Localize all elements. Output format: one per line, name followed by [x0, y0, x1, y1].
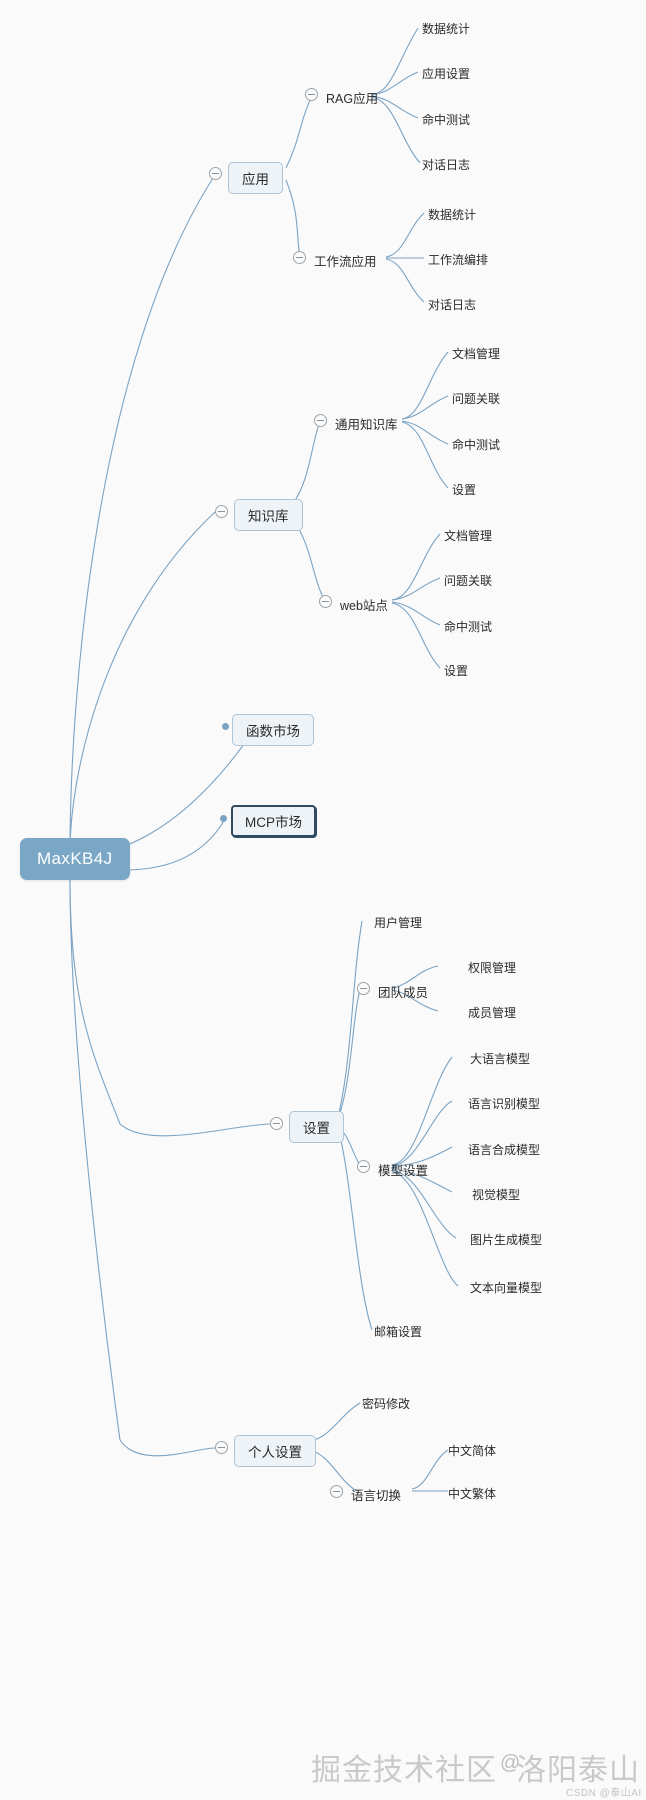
node-wf-chat-log[interactable]: 对话日志: [428, 298, 477, 312]
node-personal[interactable]: 个人设置: [234, 1435, 316, 1467]
node-kb-general-qa[interactable]: 问题关联: [452, 392, 501, 406]
node-rag-app[interactable]: RAG应用: [326, 92, 379, 106]
toggle-kb-web[interactable]: [319, 595, 332, 608]
node-rag-chat-log[interactable]: 对话日志: [422, 158, 471, 172]
toggle-lang-switch[interactable]: [330, 1485, 343, 1498]
node-settings[interactable]: 设置: [289, 1111, 344, 1143]
watermark-csdn: CSDN @泰山AI: [566, 1788, 642, 1799]
node-kb-general-hit[interactable]: 命中测试: [452, 438, 501, 452]
watermark-community: 掘金技术社区: [311, 1753, 497, 1788]
node-model-tts[interactable]: 语言合成模型: [468, 1143, 541, 1157]
node-kb-web-set[interactable]: 设置: [444, 664, 469, 678]
node-app[interactable]: 应用: [228, 162, 283, 194]
node-model-llm[interactable]: 大语言模型: [470, 1052, 531, 1066]
node-mcp-market[interactable]: MCP市场: [231, 805, 316, 837]
node-model-vision[interactable]: 视觉模型: [472, 1188, 521, 1202]
node-model-settings[interactable]: 模型设置: [378, 1164, 429, 1178]
node-wf-orchestration[interactable]: 工作流编排: [428, 253, 489, 267]
node-kb-web-qa[interactable]: 问题关联: [444, 574, 493, 588]
node-lang-zh-tw[interactable]: 中文繁体: [448, 1487, 497, 1501]
node-kb-general[interactable]: 通用知识库: [335, 418, 398, 432]
dot-mcp-market: [220, 815, 227, 822]
node-kb[interactable]: 知识库: [234, 499, 303, 531]
node-lang-zh-cn[interactable]: 中文简体: [448, 1444, 497, 1458]
node-func-market[interactable]: 函数市场: [232, 714, 314, 746]
node-lang-switch[interactable]: 语言切换: [351, 1489, 402, 1503]
node-kb-web[interactable]: web站点: [340, 599, 388, 613]
node-model-image-gen[interactable]: 图片生成模型: [470, 1233, 543, 1247]
toggle-app[interactable]: [209, 167, 222, 180]
node-rag-hit-test[interactable]: 命中测试: [422, 113, 471, 127]
node-kb-web-doc[interactable]: 文档管理: [444, 529, 493, 543]
node-mail-settings[interactable]: 邮箱设置: [374, 1325, 423, 1339]
node-kb-web-hit[interactable]: 命中测试: [444, 620, 493, 634]
node-wf-stats[interactable]: 数据统计: [428, 208, 477, 222]
node-user-mgmt[interactable]: 用户管理: [374, 916, 423, 930]
node-team-member[interactable]: 团队成员: [378, 986, 429, 1000]
toggle-model-settings[interactable]: [357, 1160, 370, 1173]
node-kb-general-set[interactable]: 设置: [452, 483, 477, 497]
watermark-author: 洛阳泰山: [516, 1753, 640, 1788]
node-workflow-app[interactable]: 工作流应用: [314, 255, 377, 269]
toggle-settings[interactable]: [270, 1117, 283, 1130]
node-model-embedding[interactable]: 文本向量模型: [470, 1281, 543, 1295]
node-perm-mgmt[interactable]: 权限管理: [468, 961, 517, 975]
node-model-asr[interactable]: 语言识别模型: [468, 1097, 541, 1111]
node-rag-stats[interactable]: 数据统计: [422, 22, 471, 36]
node-password-change[interactable]: 密码修改: [362, 1397, 411, 1411]
toggle-team-member[interactable]: [357, 982, 370, 995]
node-kb-general-doc[interactable]: 文档管理: [452, 347, 501, 361]
node-member-mgmt[interactable]: 成员管理: [468, 1006, 517, 1020]
watermark-at-icon: @: [500, 1752, 521, 1774]
toggle-rag-app[interactable]: [305, 88, 318, 101]
toggle-kb-general[interactable]: [314, 414, 327, 427]
dot-func-market: [222, 723, 229, 730]
toggle-personal[interactable]: [215, 1441, 228, 1454]
root-node[interactable]: MaxKB4J: [20, 838, 130, 880]
toggle-kb[interactable]: [215, 505, 228, 518]
node-rag-settings[interactable]: 应用设置: [422, 67, 471, 81]
toggle-workflow-app[interactable]: [293, 251, 306, 264]
